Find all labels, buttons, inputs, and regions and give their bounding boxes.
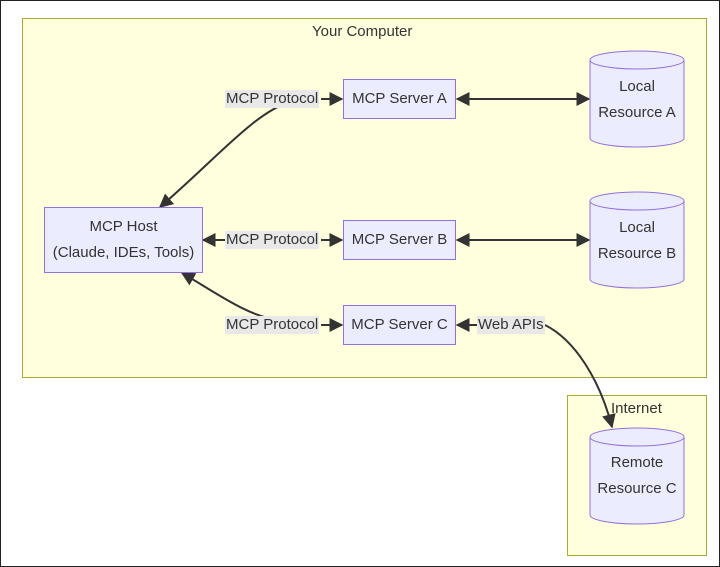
db-cylinder-b-icon	[589, 191, 685, 289]
db-local-resource-b-line2: Resource B	[597, 245, 677, 262]
db-remote-resource-c-line2: Resource C	[597, 480, 677, 497]
db-remote-resource-c-line1: Remote	[610, 454, 664, 471]
db-local-resource-b-line1: Local	[619, 219, 655, 236]
db-cylinder-a-icon	[589, 50, 685, 148]
edge-host-server-c	[180, 272, 281, 321]
db-local-resource-a: Local Resource A	[589, 50, 685, 148]
node-mcp-server-a-label: MCP Server A	[352, 90, 447, 107]
node-mcp-host: MCP Host (Claude, IDEs, Tools)	[44, 207, 203, 273]
node-mcp-server-c-label: MCP Server C	[351, 316, 448, 333]
edge-web-apis-resource-c	[544, 324, 616, 429]
db-remote-resource-c: Remote Resource C	[589, 427, 685, 525]
node-mcp-server-b-label: MCP Server B	[351, 231, 448, 248]
db-cylinder-c-icon	[589, 427, 685, 525]
edge-label-web-apis: Web APIs	[477, 316, 545, 334]
db-local-resource-b: Local Resource B	[589, 191, 685, 289]
node-mcp-server-b: MCP Server B	[343, 220, 456, 260]
cluster-your-computer-title: Your Computer	[312, 23, 413, 40]
node-mcp-host-subtitle: (Claude, IDEs, Tools)	[52, 244, 195, 261]
db-local-resource-a-line1: Local	[619, 78, 655, 95]
cluster-internet-title: Internet	[611, 400, 662, 417]
edge-label-protocol-a: MCP Protocol	[225, 90, 320, 108]
edge-host-server-a	[158, 101, 291, 208]
node-mcp-host-title: MCP Host	[89, 218, 158, 235]
node-mcp-server-a: MCP Server A	[343, 79, 456, 119]
db-local-resource-a-line2: Resource A	[598, 104, 676, 121]
node-mcp-server-c: MCP Server C	[343, 305, 456, 345]
edge-label-protocol-b: MCP Protocol	[225, 231, 320, 249]
edge-label-protocol-c: MCP Protocol	[225, 316, 320, 334]
